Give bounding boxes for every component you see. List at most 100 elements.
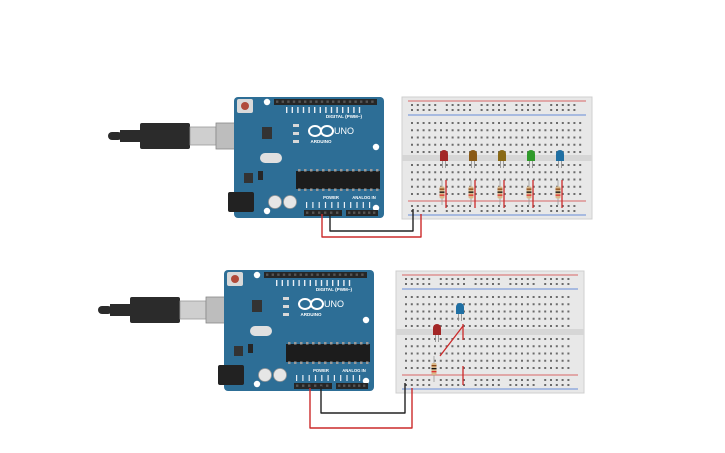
breadboard-hole <box>445 136 448 139</box>
resistor-band <box>431 368 437 370</box>
breadboard-hole <box>434 359 436 362</box>
breadboard-hole <box>550 359 552 362</box>
breadboard-hole <box>555 345 558 348</box>
breadboard-hole <box>538 143 541 146</box>
chip-pin <box>294 342 297 345</box>
mounting-hole <box>263 98 271 106</box>
breadboard-hole <box>439 317 442 320</box>
breadboard-hole <box>509 345 512 348</box>
breadboard-hole <box>428 185 431 188</box>
chip-pin <box>294 361 297 364</box>
led[interactable] <box>433 324 441 335</box>
breadboard-hole <box>463 352 465 355</box>
pin-label-tick <box>321 375 323 381</box>
rail-hole <box>538 210 541 212</box>
rail-hole <box>457 109 460 111</box>
breadboard-hole <box>567 185 570 188</box>
pin-label-tick <box>352 375 354 381</box>
led[interactable] <box>527 150 535 161</box>
breadboard-hole <box>498 164 500 166</box>
header-pin <box>333 273 336 276</box>
usb-plug-body[interactable] <box>140 123 190 149</box>
power-jack[interactable] <box>228 192 254 212</box>
rail-hole <box>463 109 466 111</box>
led[interactable] <box>456 303 464 314</box>
breadboard-hole <box>515 136 518 139</box>
mounting-hole <box>253 271 261 279</box>
rail-hole <box>451 205 454 207</box>
header-pin <box>348 384 351 387</box>
pin-label-tick <box>325 107 327 113</box>
breadboard-hole <box>550 303 552 306</box>
chip-pin <box>330 361 333 364</box>
breadboard-hole <box>567 129 570 132</box>
rail-hole <box>515 384 518 386</box>
breadboard-hole <box>416 345 419 348</box>
breadboard-hole <box>498 143 500 146</box>
resistor-band <box>526 191 532 193</box>
breadboard-hole <box>509 359 512 362</box>
breadboard-hole <box>538 303 541 306</box>
breadboard-hole <box>428 136 431 139</box>
breadboard-hole <box>469 178 471 181</box>
breadboard-hole <box>480 303 483 306</box>
breadboard-hole <box>492 122 495 124</box>
led[interactable] <box>440 150 448 161</box>
breadboard-hole <box>497 359 500 362</box>
wire-5v[interactable] <box>321 214 422 238</box>
jumper-wire[interactable] <box>439 325 464 357</box>
breadboard-hole <box>515 185 518 188</box>
breadboard-hole <box>439 296 442 298</box>
breadboard-hole <box>567 164 570 166</box>
header-pin <box>314 384 317 387</box>
breadboard-hole <box>457 296 460 298</box>
rail-hole <box>527 104 529 106</box>
capacitor <box>283 195 297 209</box>
header-pin <box>294 273 297 276</box>
rail-hole <box>486 210 489 212</box>
breadboard-hole <box>532 345 535 348</box>
pin-label-tick <box>318 202 320 208</box>
breadboard-hole <box>567 303 570 306</box>
rail-hole <box>515 379 518 381</box>
breadboard-hole <box>503 366 506 369</box>
breadboard-hole <box>434 150 437 153</box>
wire-gnd[interactable] <box>320 383 406 414</box>
digital-header <box>274 99 377 105</box>
reset-button-cap[interactable] <box>231 275 239 283</box>
breadboard-hole <box>428 359 431 362</box>
breadboard-hole <box>411 192 413 195</box>
rail-hole <box>561 278 564 280</box>
rail-hole <box>428 210 431 212</box>
breadboard-hole <box>416 129 419 132</box>
rail-hole <box>434 109 437 111</box>
breadboard-hole <box>509 171 512 174</box>
pin-label-tick <box>326 280 328 286</box>
rail-hole <box>463 104 466 106</box>
pin-label-tick <box>312 202 314 208</box>
breadboard-hole <box>451 122 454 124</box>
pin-label-tick <box>346 375 348 381</box>
pin-label-tick <box>308 375 310 381</box>
breadboard-hole <box>445 303 448 306</box>
breadboard-hole <box>410 303 413 306</box>
led[interactable] <box>469 150 477 161</box>
breadboard-hole <box>509 143 512 146</box>
led[interactable] <box>498 150 506 161</box>
breadboard-hole <box>555 296 558 298</box>
breadboard-hole <box>556 129 558 132</box>
breadboard-hole <box>544 143 547 146</box>
reset-button-cap[interactable] <box>241 102 249 110</box>
usb-plug-body[interactable] <box>130 297 180 323</box>
breadboard-hole <box>556 136 558 139</box>
breadboard-hole <box>556 178 558 181</box>
wire-gnd[interactable] <box>329 209 414 232</box>
breadboard-hole <box>492 303 494 306</box>
power-jack[interactable] <box>218 365 244 385</box>
led[interactable] <box>556 150 564 161</box>
breadboard-hole <box>492 178 495 181</box>
pin-label-tick <box>320 280 323 286</box>
breadboard-hole <box>463 366 465 369</box>
rail-hole <box>550 205 553 207</box>
wire-5v[interactable] <box>309 388 413 429</box>
